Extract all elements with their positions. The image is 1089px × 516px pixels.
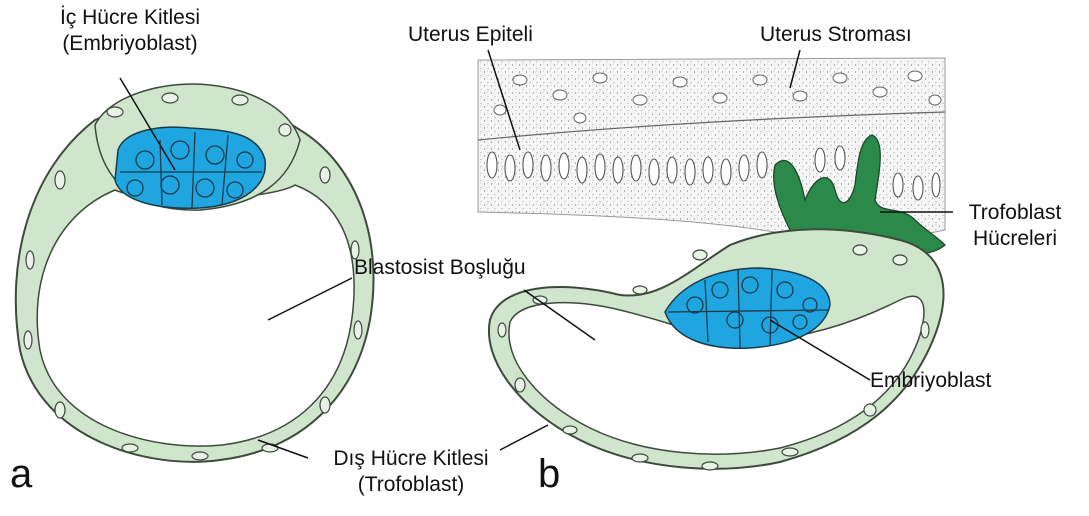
label-outer-cell-mass-line1: Dış Hücre Kitlesi bbox=[306, 446, 516, 472]
label-inner-cell-mass-line2: (Embriyoblast) bbox=[20, 31, 240, 57]
label-uterine-epithelium: Uterus Epiteli bbox=[408, 22, 533, 48]
label-outer-cell-mass-line2: (Trofoblast) bbox=[306, 472, 516, 498]
panel-letter-b: b bbox=[538, 454, 560, 494]
panel-a-blastocyst bbox=[16, 84, 374, 462]
label-inner-cell-mass: İç Hücre Kitlesi (Embriyoblast) bbox=[20, 5, 240, 57]
blastocyst-cavity-a bbox=[37, 185, 354, 446]
label-trophoblast-cells-line1: Trofoblast bbox=[950, 200, 1080, 226]
label-outer-cell-mass: Dış Hücre Kitlesi (Trofoblast) bbox=[306, 446, 516, 498]
panel-b-implantation bbox=[478, 58, 945, 470]
label-blastocyst-cavity: Blastosist Boşluğu bbox=[354, 255, 526, 281]
label-embryoblast: Embriyoblast bbox=[870, 368, 991, 394]
panel-letter-a: a bbox=[10, 454, 32, 494]
label-trophoblast-cells-line2: Hücreleri bbox=[950, 226, 1080, 252]
label-trophoblast-cells: Trofoblast Hücreleri bbox=[950, 200, 1080, 252]
label-inner-cell-mass-line1: İç Hücre Kitlesi bbox=[20, 5, 240, 31]
label-uterine-stroma: Uterus Stroması bbox=[760, 22, 912, 48]
